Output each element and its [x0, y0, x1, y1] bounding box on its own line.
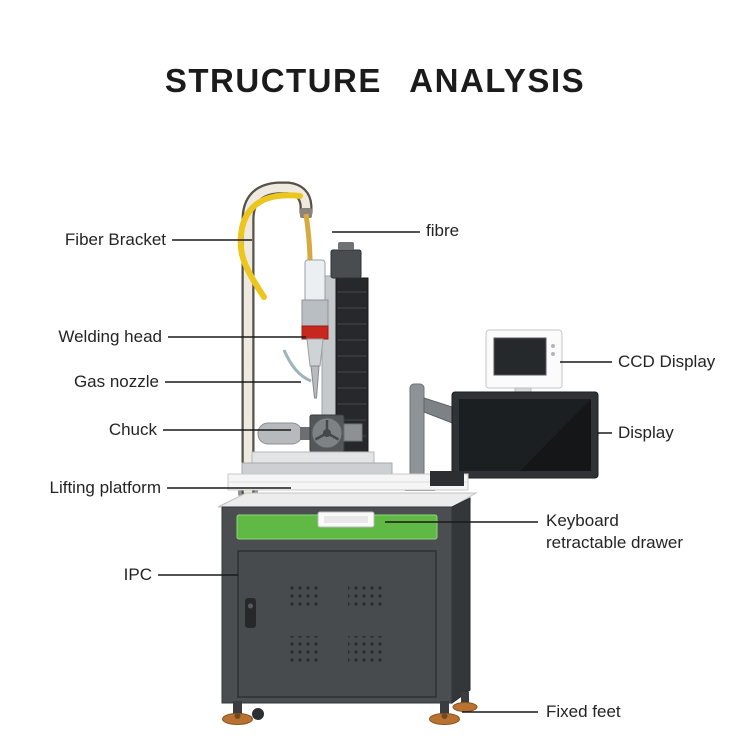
ccd-screen — [493, 337, 547, 376]
chuck-assembly — [257, 414, 363, 453]
label-chuck: Chuck — [108, 420, 157, 439]
label-welding-head: Welding head — [58, 327, 162, 346]
stage-lower — [241, 462, 393, 475]
foot-leg — [233, 701, 242, 716]
stage-upper — [251, 451, 375, 464]
lock-keyhole — [248, 603, 253, 609]
caster-wheel — [252, 708, 264, 720]
cabinet-side — [451, 497, 471, 704]
tailstock — [343, 423, 363, 442]
ccd-display-unit — [485, 329, 563, 396]
foot-bolt — [234, 713, 241, 719]
chuck-coupler — [300, 427, 310, 440]
label-keyboard-drawer: Keyboard retractable drawer — [546, 511, 684, 552]
display-monitor — [451, 391, 599, 479]
label-gas-nozzle: Gas nozzle — [73, 372, 159, 391]
ipc-cabinet — [217, 492, 478, 704]
ccd-button — [551, 344, 555, 348]
page-title: STRUCTURE ANALYSIS — [164, 62, 586, 99]
foot-leg — [461, 692, 469, 705]
welding-head-assembly — [282, 259, 329, 399]
vent-grid — [286, 584, 322, 610]
label-fibre: fibre — [426, 221, 460, 240]
arm-pole — [409, 383, 425, 487]
label-ipc: IPC — [123, 565, 152, 584]
chuck-center — [323, 429, 331, 437]
fiber-cable — [237, 192, 313, 300]
cabinet-top — [217, 492, 478, 508]
monitor-glare — [459, 399, 591, 471]
foot-disc — [452, 702, 478, 712]
label-ccd-display: CCD Display — [618, 352, 716, 371]
gas-hose — [282, 349, 312, 383]
head-cylinder — [304, 259, 326, 303]
foot-leg — [440, 701, 449, 716]
chuck-motor — [257, 422, 303, 445]
gas-nozzle-tip — [310, 365, 320, 399]
lifting-platform-stage — [241, 451, 393, 475]
fiber-cable-loop — [237, 192, 303, 300]
column-motor — [330, 249, 362, 279]
head-block — [301, 299, 329, 327]
head-taper — [306, 338, 324, 367]
cabinet-door — [237, 550, 437, 698]
vent-grid — [348, 584, 384, 610]
pole-outline — [241, 181, 313, 499]
foot-bolt — [441, 713, 448, 719]
fiber-bracket-pole — [238, 181, 313, 499]
fixed-feet-group — [222, 692, 478, 725]
table-slider-block — [430, 471, 464, 486]
motor-cap — [338, 242, 354, 250]
arm-link — [423, 397, 456, 425]
drawer-handle-inset — [324, 516, 368, 523]
vent-grid — [286, 636, 322, 662]
door-lock — [245, 598, 256, 628]
label-fixed-feet: Fixed feet — [546, 702, 621, 721]
label-display: Display — [618, 423, 674, 442]
ccd-button — [551, 352, 555, 356]
pole-clamp — [300, 208, 312, 218]
label-lifting-platform: Lifting platform — [49, 478, 162, 497]
fibre-into-head — [303, 213, 313, 263]
pole-body — [243, 183, 311, 497]
leader-lines — [158, 231, 612, 713]
label-fiber-bracket: Fiber Bracket — [64, 230, 166, 249]
worktable — [227, 471, 469, 491]
vent-grid — [348, 636, 384, 662]
